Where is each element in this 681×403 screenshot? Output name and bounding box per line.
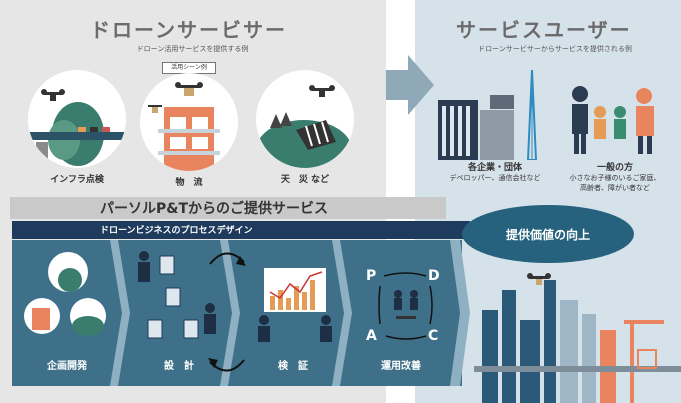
verification-chart-icon (258, 268, 332, 342)
process-title: ドローンビジネスのプロセスデザイン (100, 226, 253, 236)
pdca-a: A (366, 328, 377, 344)
service-title: パーソルP&Tからのご提供サービス (100, 201, 329, 217)
step-verification: 検 証 (278, 361, 308, 372)
group-desc-corporate: デベロッパー、通信会社など (449, 174, 541, 182)
cycle-arrow-bottom-icon (208, 358, 245, 372)
disaster-circle (256, 70, 354, 168)
group-title-general: 一般の方 (596, 163, 633, 173)
case-label-infra: インフラ点検 (50, 175, 104, 185)
group-desc-general-2: 高齢者、障がい者など (580, 184, 650, 192)
group-desc-general-1: 小さなお子様のいるご家庭、 (569, 174, 661, 182)
pdca-cycle-icon (378, 272, 433, 340)
case-label-disaster: 天 災 など (280, 175, 330, 185)
design-illustration (138, 251, 216, 339)
logistics-circle (140, 73, 238, 171)
step-design: 設 計 (164, 361, 194, 372)
cycle-arrow-top-icon (209, 252, 246, 266)
step-planning: 企画開発 (47, 361, 87, 372)
city-skyline-icon (474, 273, 681, 403)
pdca-p: P (366, 268, 377, 284)
process-bar (12, 221, 470, 239)
value-ellipse (462, 205, 634, 263)
landslide-icon (256, 85, 352, 168)
infrastructure-circle (28, 70, 126, 168)
value-label: 提供価値の向上 (505, 228, 590, 242)
delivery-building-icon (148, 82, 220, 171)
family-icon (572, 86, 654, 154)
bridge-inspection-icon (28, 89, 126, 168)
pdca-c: C (428, 328, 439, 344)
step-improvement: 運用改善 (381, 361, 421, 372)
step-separators (110, 240, 470, 386)
planning-illustration (24, 252, 106, 336)
user-title: サービスユーザー (456, 18, 632, 42)
service-band (10, 197, 446, 219)
corporate-buildings-icon (438, 69, 538, 160)
user-subtitle: ドローンサービサーからサービスを提供される例 (478, 45, 632, 53)
group-title-corporate: 各企業・団体 (467, 163, 522, 173)
flow-arrow-icon (386, 55, 434, 115)
case-label-logistics: 物 流 (175, 178, 203, 188)
servicer-subtitle: ドローン活用サービスを提供する例 (136, 45, 249, 53)
servicer-title: ドローンサービサー (90, 18, 287, 42)
pdca-d: D (428, 268, 440, 284)
